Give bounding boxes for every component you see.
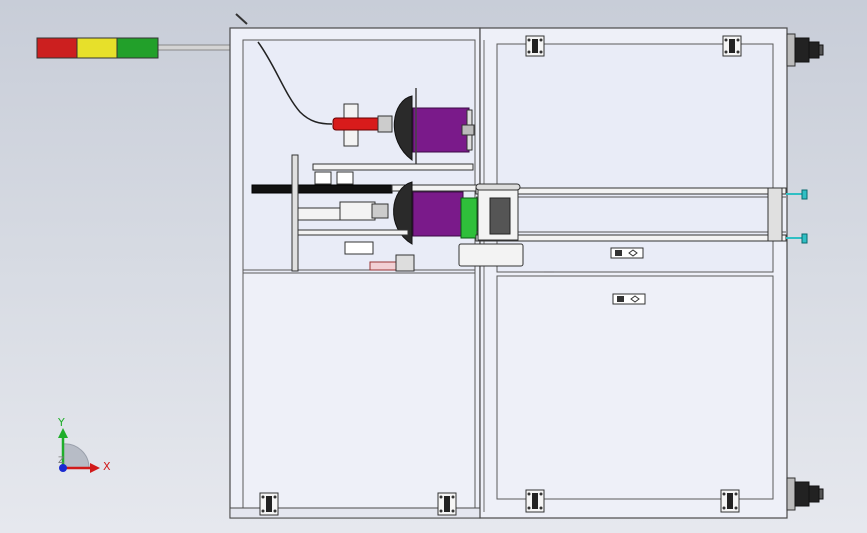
triad-arc — [62, 443, 90, 469]
right-cabinet — [479, 27, 788, 519]
lower-cylinder — [412, 191, 464, 237]
sensor-cable — [257, 41, 333, 125]
hinge-bottom-mid-left — [525, 489, 545, 513]
signal-tower-pole — [157, 44, 231, 51]
lower-actuator — [291, 154, 478, 272]
clip-1 — [314, 171, 332, 185]
signal-light-red — [36, 37, 78, 59]
lower-dome — [393, 181, 413, 245]
triad-x-arrow — [90, 463, 100, 473]
sensor-body — [332, 117, 386, 131]
conveyor-end-cap — [767, 187, 783, 242]
transfer-plate — [251, 184, 393, 194]
air-fitting-bottom — [786, 233, 808, 244]
left-cabinet-lower-panel — [242, 272, 476, 509]
air-fitting-top — [786, 189, 808, 200]
upper-rod — [461, 124, 475, 136]
triad-x-label: X — [103, 460, 111, 473]
conveyor-base-box — [458, 243, 524, 267]
connector-top — [786, 33, 824, 67]
upper-cylinder — [412, 107, 470, 153]
connector-bottom — [786, 477, 824, 511]
wire-stub — [235, 13, 248, 25]
signal-light-green — [116, 37, 159, 59]
support-block — [395, 254, 415, 272]
hinge-bottom-right — [720, 489, 740, 513]
sensor-nose — [377, 115, 393, 133]
left-cabinet — [229, 27, 481, 519]
triad-y-arrow — [58, 428, 68, 438]
conveyor-bottom-rail — [475, 234, 787, 242]
hinge-top-left — [525, 35, 545, 57]
triad-z-axis — [59, 464, 67, 472]
right-cabinet-lower-panel — [496, 275, 774, 500]
upper-support-plate — [312, 163, 474, 171]
conveyor-top-lip — [475, 183, 521, 191]
hinge-bottom-left-2 — [437, 492, 457, 516]
small-bracket — [344, 241, 374, 255]
fixture-1 — [371, 203, 389, 219]
hinge-top-right — [722, 35, 742, 57]
conveyor-drive-inner — [489, 197, 511, 235]
coordinate-triad: Y X Z — [57, 416, 111, 473]
pink-part — [369, 261, 399, 271]
signal-tower-light — [36, 37, 231, 59]
gripper-pad — [460, 197, 478, 239]
signal-light-yellow — [76, 37, 118, 59]
upper-actuator — [312, 88, 475, 171]
right-cabinet-upper-panel — [496, 43, 774, 273]
latch-lower — [612, 293, 646, 305]
triad-z-label: Z — [58, 456, 64, 466]
vertical-post-left — [291, 154, 299, 272]
upper-dome — [393, 95, 413, 161]
slide-block — [339, 201, 376, 221]
triad-y-label: Y — [57, 416, 65, 429]
lower-rail — [297, 207, 344, 221]
conveyor-top-rail — [475, 187, 787, 195]
hinge-bottom-left-1 — [259, 492, 279, 516]
lower-plate — [297, 229, 409, 236]
clip-2 — [336, 171, 354, 185]
conveyor-arm — [458, 183, 787, 267]
latch-upper — [610, 247, 644, 259]
